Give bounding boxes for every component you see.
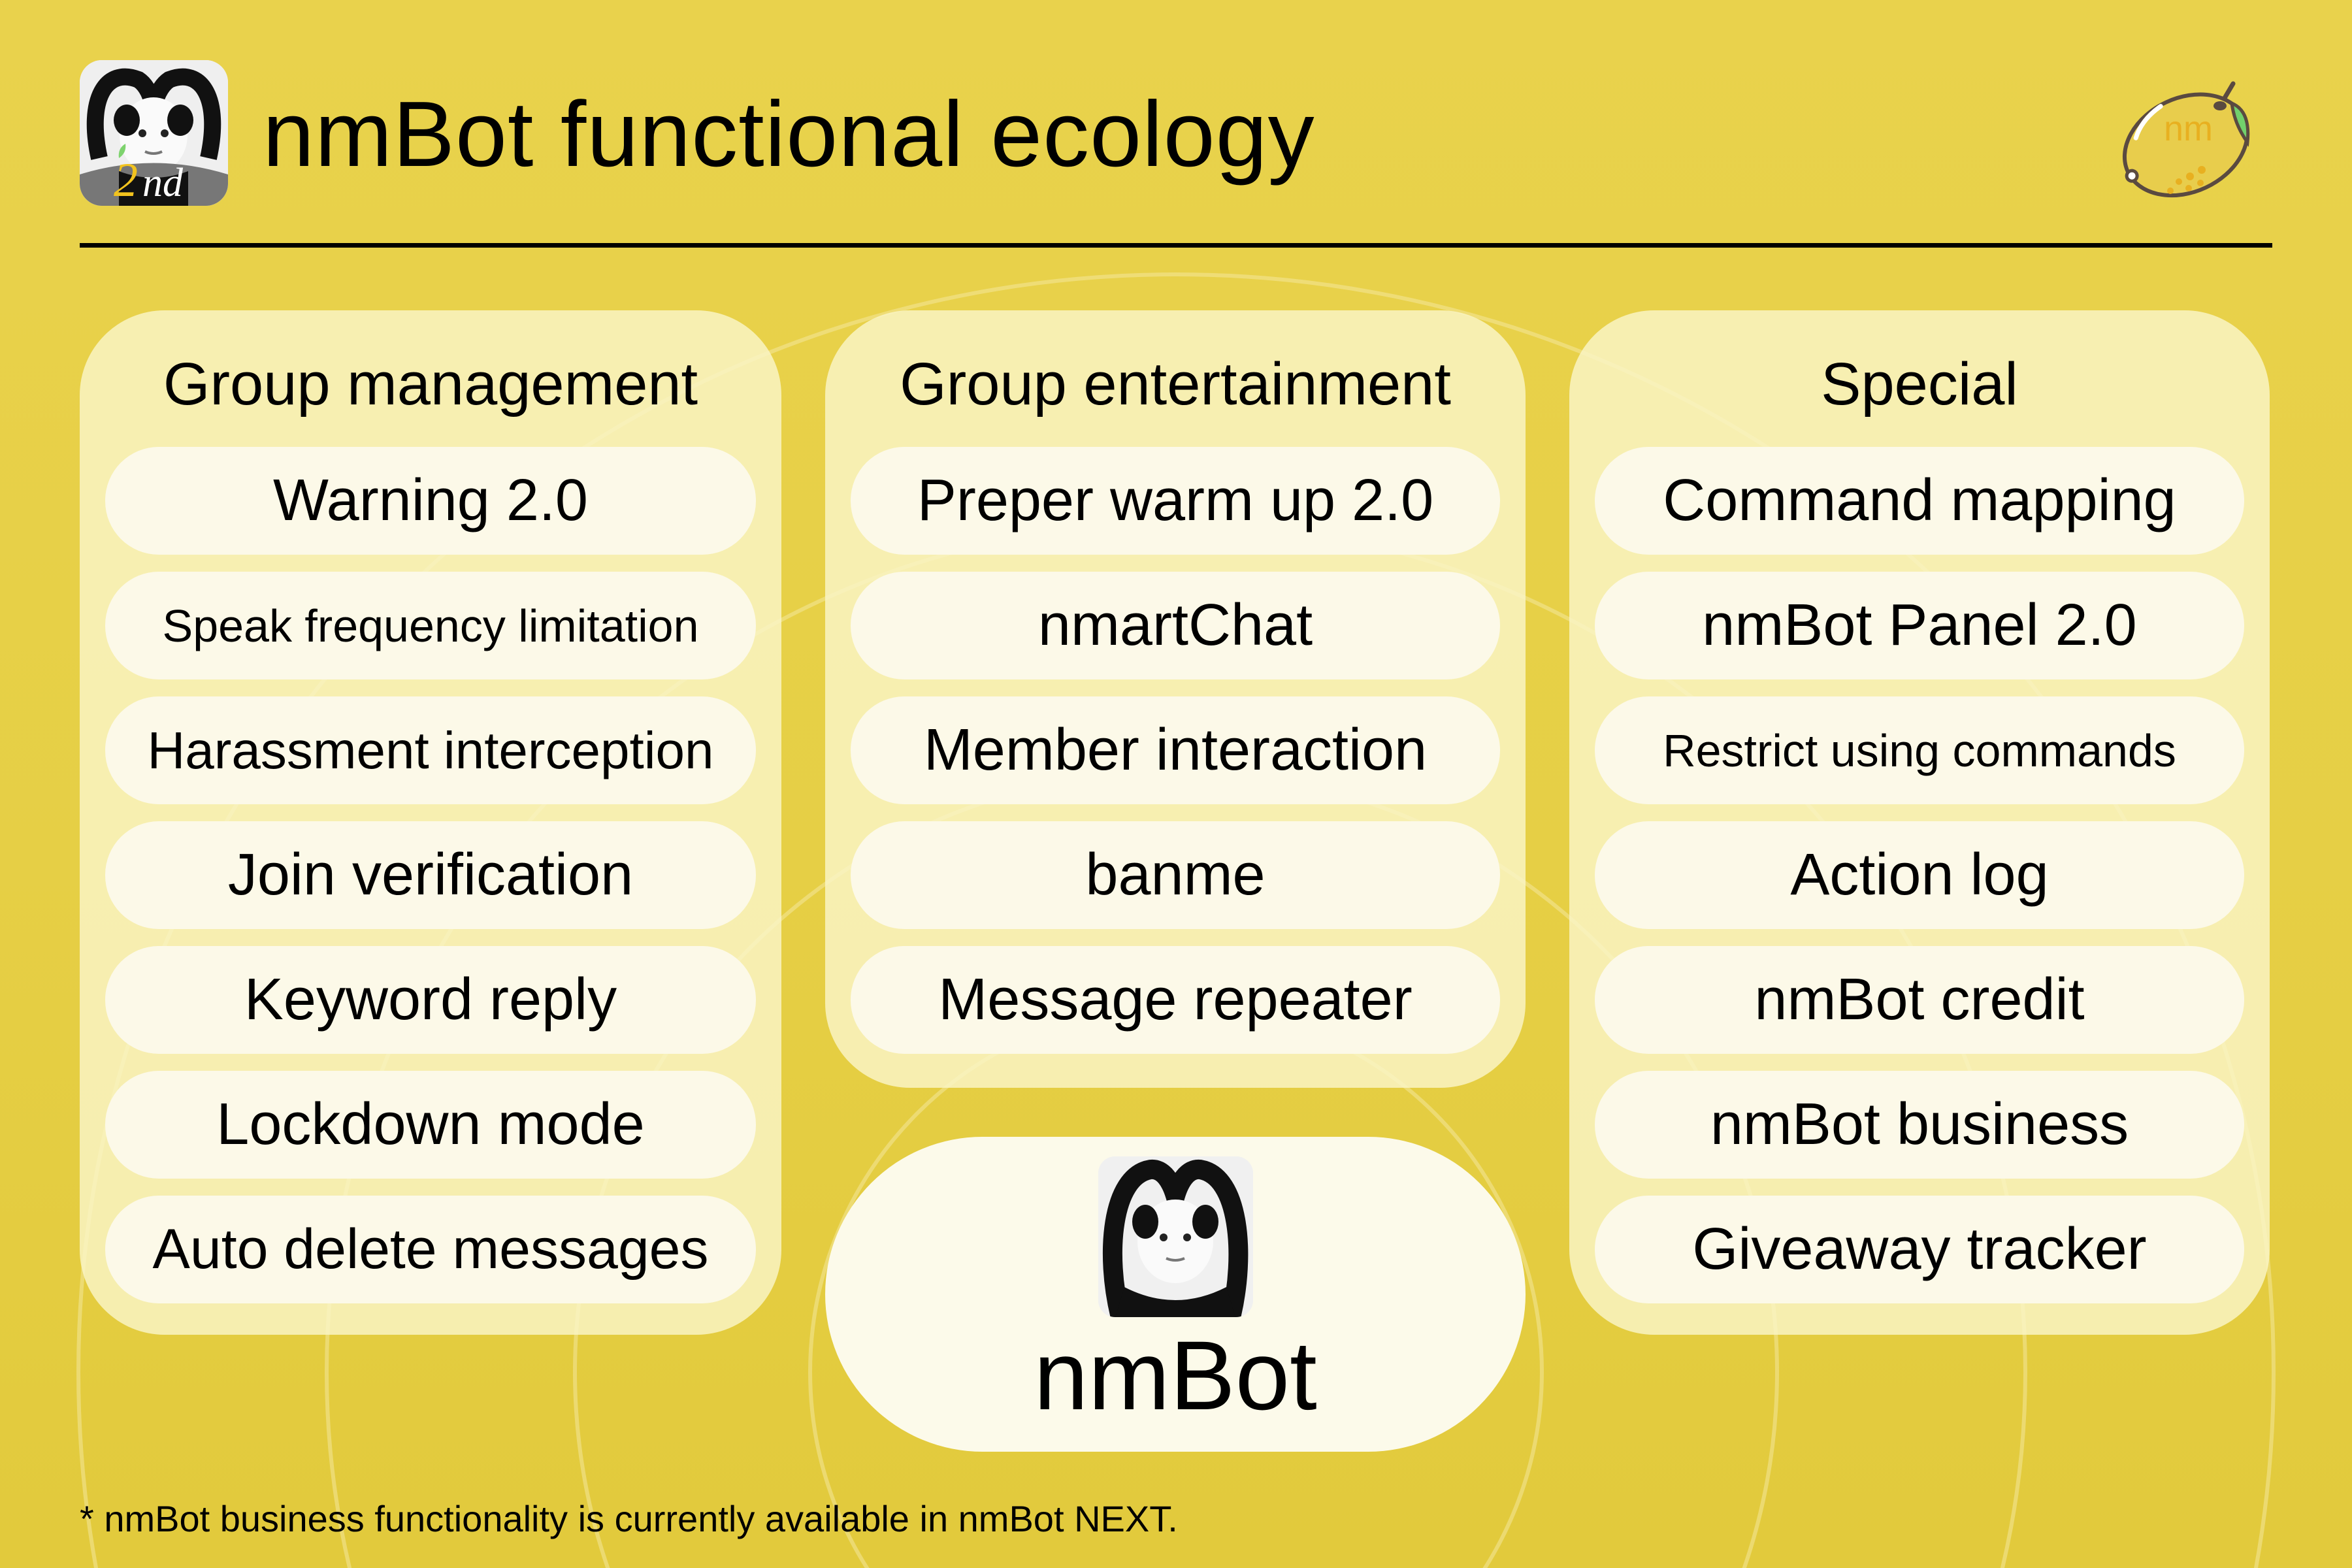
feature-nmbot-panel: nmBot Panel 2.0 [1595,572,2244,679]
lemon-nm-logo-icon: nm [2122,81,2250,198]
app-icon: 2 nd [80,60,228,206]
badge-nd: nd [142,161,184,205]
badge-2: 2 [114,154,138,206]
feature-join-verification: Join verification [105,821,756,929]
nmbot-center-card: nmBot [825,1137,1526,1452]
brand-logo: nm [2117,72,2267,203]
feature-nmbot-business: nmBot business [1595,1071,2244,1179]
panel-group-management: Group management Warning 2.0 Speak frequ… [80,310,781,1335]
feature-nmartchat: nmartChat [851,572,1500,679]
nmbot-avatar [1098,1156,1253,1317]
feature-nmbot-credit: nmBot credit [1595,946,2244,1054]
panel-group-entertainment: Group entertainment Preper warm up 2.0 n… [825,310,1526,1088]
panda-meme-avatar-icon: 2 nd [80,60,228,206]
panda-meme-avatar-icon [1098,1156,1253,1317]
feature-preper-warm-up: Preper warm up 2.0 [851,447,1500,555]
panel-special: Special Command mapping nmBot Panel 2.0 … [1569,310,2270,1335]
header-divider [80,243,2272,248]
footnote: * nmBot business functionality is curren… [80,1498,1178,1539]
feature-member-interaction: Member interaction [851,696,1500,804]
feature-keyword-reply: Keyword reply [105,946,756,1054]
feature-giveaway-tracker: Giveaway tracker [1595,1196,2244,1303]
panel-title: Group entertainment [900,351,1451,417]
feature-harassment-interception: Harassment interception [105,696,756,804]
feature-message-repeater: Message repeater [851,946,1500,1054]
feature-banme: banme [851,821,1500,929]
feature-command-mapping: Command mapping [1595,447,2244,555]
feature-auto-delete-messages: Auto delete messages [105,1196,756,1303]
feature-lockdown-mode: Lockdown mode [105,1071,756,1179]
feature-action-log: Action log [1595,821,2244,929]
feature-restrict-using-commands: Restrict using commands [1595,696,2244,804]
panel-title: Special [1821,351,2018,417]
page-title: nmBot functional ecology [263,82,1315,186]
panel-title: Group management [163,351,698,417]
nmbot-label: nmBot [1034,1320,1317,1430]
feature-warning: Warning 2.0 [105,447,756,555]
feature-speak-frequency-limitation: Speak frequency limitation [105,572,756,679]
logo-text: nm [2164,109,2213,148]
